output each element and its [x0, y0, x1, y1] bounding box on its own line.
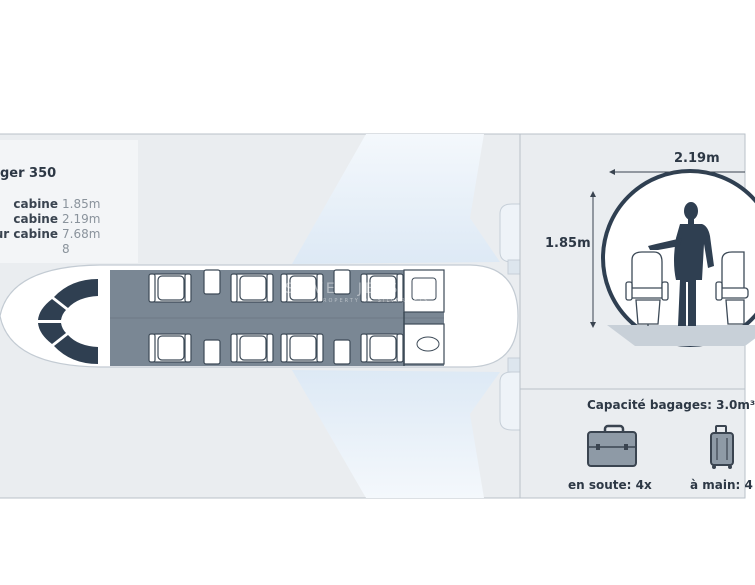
spec-label: cabine: [13, 197, 58, 211]
seat-icon: [280, 273, 324, 303]
watermark-subtext: PROPERTY OF SILVER JETS: [318, 298, 430, 304]
seat-icon: [360, 273, 404, 303]
seat-icon: [625, 251, 669, 326]
seat-icon: [360, 333, 404, 363]
spec-box: [0, 140, 138, 263]
spec-row: ur cabine 7.68m: [0, 227, 138, 243]
spec-list: cabine 1.85m cabine 2.19m ur cabine 7.68…: [0, 197, 138, 261]
seat-icon: [148, 333, 192, 363]
spec-value: 2.19m: [62, 212, 101, 226]
lavatory-icon: [403, 269, 445, 366]
table-icon: [333, 339, 351, 365]
suitcase-icon: [587, 424, 637, 467]
spec-row: 8: [0, 242, 138, 258]
seat-icon: [148, 273, 192, 303]
spec-row: cabine 2.19m: [0, 212, 138, 228]
table-icon: [203, 269, 221, 295]
trolley-icon: [710, 425, 734, 469]
baggage-title: Capacité bagages: 3.0m³: [587, 398, 755, 412]
cabin-width-label: 2.19m: [674, 151, 720, 166]
table-icon: [333, 269, 351, 295]
model-title: ger 350: [0, 166, 57, 181]
engine-bottom: [499, 357, 521, 431]
person-icon: [648, 202, 714, 326]
cabin-height-label: 1.85m: [545, 236, 591, 251]
seat-icon: [230, 333, 274, 363]
table-icon: [203, 339, 221, 365]
spec-value: 7.68m: [62, 227, 101, 241]
spec-row: cabine 1.85m: [0, 197, 138, 213]
wing-top: [292, 134, 500, 264]
seat-icon: [280, 333, 324, 363]
hold-baggage-label: en soute: 4x: [568, 478, 652, 492]
seats: [148, 273, 404, 363]
cockpit-icon: [38, 279, 98, 364]
tables: [203, 269, 351, 365]
spec-label: ur cabine: [0, 227, 58, 241]
spec-label: cabine: [13, 212, 58, 226]
watermark: SILVER JETS: [285, 281, 401, 297]
seat-icon: [715, 251, 749, 325]
seat-icon: [230, 273, 274, 303]
spec-value: 1.85m: [62, 197, 101, 211]
hand-baggage-label: à main: 4: [690, 478, 753, 492]
spec-value: 8: [62, 242, 70, 256]
wing-bottom: [292, 370, 500, 498]
